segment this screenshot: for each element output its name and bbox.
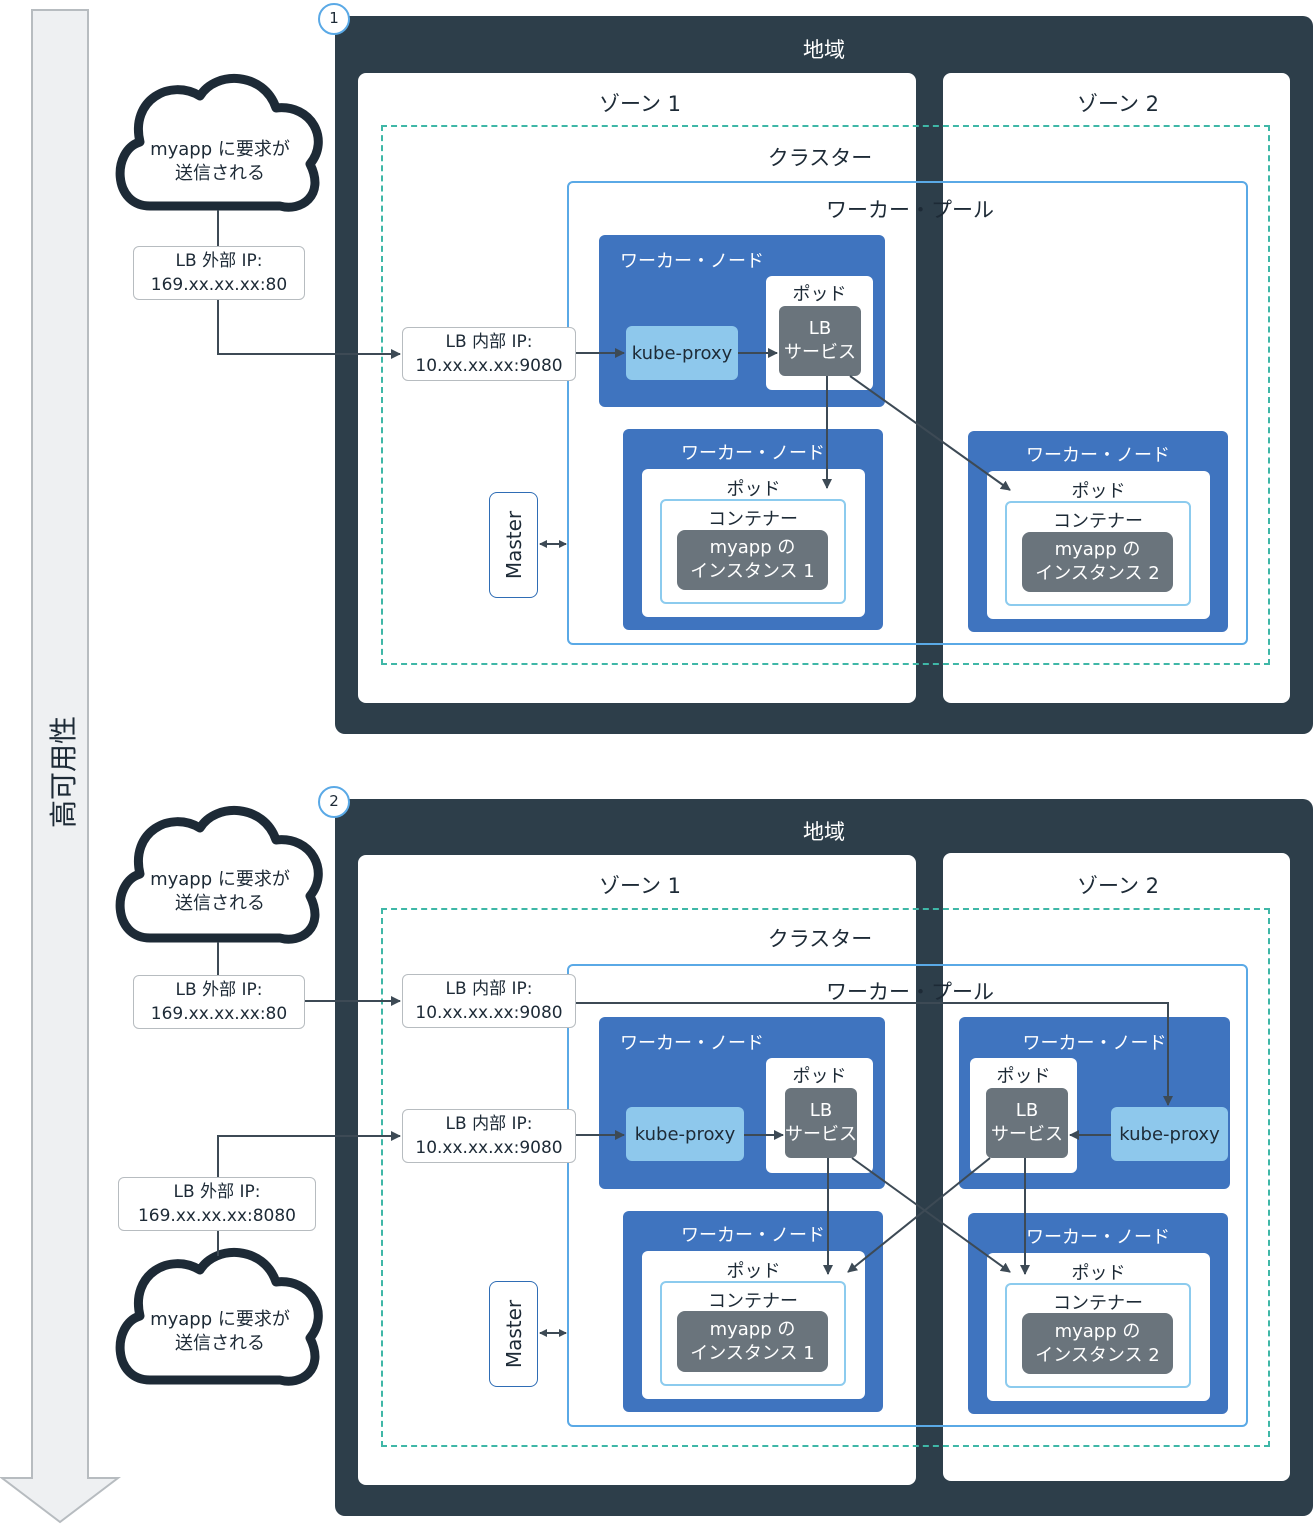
app-instance-2-d2-line2: インスタンス 2 bbox=[1035, 1344, 1160, 1366]
lb-internal-ip-1: LB 内部 IP: 10.xx.xx.xx:9080 bbox=[402, 327, 576, 381]
region-2-title: 地域 bbox=[803, 820, 845, 844]
badge-1: 1 bbox=[318, 3, 350, 35]
region-1-title: 地域 bbox=[803, 38, 845, 62]
lb-service-2-left: LB サービス bbox=[785, 1088, 857, 1158]
app-instance-1-d1-line1: myapp の bbox=[709, 537, 796, 558]
lb-service-2-right-line1: LB bbox=[1015, 1100, 1039, 1121]
cluster-2-title: クラスター bbox=[767, 927, 873, 951]
pod-2-left-title: ポッド bbox=[726, 1261, 781, 1282]
d2-ext-b-to-int-b bbox=[217, 1131, 401, 1177]
cloud-2-top-text: myapp に要求が 送信される bbox=[120, 868, 320, 916]
lb-internal-ip-2a: LB 内部 IP: 10.xx.xx.xx:9080 bbox=[402, 974, 576, 1028]
lb-service-2-right: LB サービス bbox=[986, 1088, 1068, 1158]
pod-1-left-title: ポッド bbox=[726, 479, 781, 500]
app-instance-1-d1-line2: インスタンス 1 bbox=[690, 561, 815, 582]
pod-1-lb-title: ポッド bbox=[792, 284, 847, 305]
d1-ext-to-int bbox=[217, 300, 401, 359]
d2-int-a-to-proxy-right bbox=[576, 1002, 1173, 1106]
lb-service-1: LB サービス bbox=[779, 306, 861, 376]
lb-internal-ip-2b: LB 内部 IP: 10.xx.xx.xx:9080 bbox=[402, 1109, 576, 1163]
worker-node-2-top-left-title: ワーカー・ノード bbox=[620, 1033, 764, 1054]
app-instance-1-d1: myapp の インスタンス 1 bbox=[677, 530, 828, 590]
cloud-2-bottom-line2: 送信される bbox=[175, 1333, 265, 1354]
lb-external-ip-1-value: 169.xx.xx.xx:80 bbox=[150, 275, 288, 295]
lb-internal-ip-2b-label: LB 内部 IP: bbox=[445, 1114, 533, 1134]
pod-2-lb-right-title: ポッド bbox=[996, 1066, 1051, 1087]
app-instance-1-d2-line1: myapp の bbox=[709, 1318, 796, 1340]
cloud-2-bottom-line1: myapp に要求が bbox=[150, 1309, 290, 1330]
cluster-1-title: クラスター bbox=[767, 146, 873, 170]
lb-internal-ip-1-label: LB 内部 IP: bbox=[445, 332, 533, 352]
lb-external-ip-2b: LB 外部 IP: 169.xx.xx.xx:8080 bbox=[118, 1177, 316, 1231]
cloud-2-bottom-text: myapp に要求が 送信される bbox=[120, 1308, 320, 1356]
lb-external-ip-2a: LB 外部 IP: 169.xx.xx.xx:80 bbox=[133, 975, 305, 1029]
worker-node-2-top-right-title: ワーカー・ノード bbox=[1022, 1033, 1167, 1054]
cloud-1-line2: 送信される bbox=[175, 163, 265, 184]
pod-1-right-title: ポッド bbox=[1071, 481, 1126, 502]
lb-internal-ip-2a-value: 10.xx.xx.xx:9080 bbox=[415, 1003, 563, 1023]
lb-service-1-line2: サービス bbox=[784, 342, 856, 363]
app-instance-2-d2-line1: myapp の bbox=[1054, 1320, 1141, 1342]
cloud-2-top-line1: myapp に要求が bbox=[150, 869, 290, 890]
zone-2-title-d2: ゾーン 2 bbox=[1077, 874, 1159, 898]
app-instance-2-d1-line1: myapp の bbox=[1054, 539, 1141, 560]
container-2-left-title: コンテナー bbox=[708, 1291, 798, 1312]
lb-external-ip-2a-value: 169.xx.xx.xx:80 bbox=[150, 1004, 288, 1024]
lb-external-ip-1: LB 外部 IP: 169.xx.xx.xx:80 bbox=[133, 246, 305, 300]
app-instance-2-d1: myapp の インスタンス 2 bbox=[1022, 532, 1173, 592]
cloud-2-top-line2: 送信される bbox=[175, 893, 265, 914]
cloud-1-text: myapp に要求が 送信される bbox=[120, 138, 320, 186]
badge-2: 2 bbox=[318, 786, 350, 818]
d2-lb-left-to-pod-right bbox=[851, 1157, 1011, 1273]
lb-service-1-line1: LB bbox=[808, 318, 832, 339]
zone-2-title: ゾーン 2 bbox=[1077, 92, 1159, 116]
master-1: Master bbox=[489, 492, 538, 598]
container-1-right-title: コンテナー bbox=[1053, 511, 1143, 532]
lb-external-ip-1-label: LB 外部 IP: bbox=[175, 251, 263, 271]
pod-2-right-title: ポッド bbox=[1071, 1263, 1126, 1284]
worker-node-2-bottom-left-title: ワーカー・ノード bbox=[681, 1225, 825, 1246]
lb-service-2-right-line2: サービス bbox=[991, 1124, 1063, 1145]
kube-proxy-1: kube-proxy bbox=[626, 326, 738, 380]
lb-external-ip-2b-value: 169.xx.xx.xx:8080 bbox=[137, 1206, 296, 1226]
worker-node-1-left-title: ワーカー・ノード bbox=[681, 443, 825, 464]
worker-pool-2 bbox=[567, 964, 1248, 1427]
lb-service-2-left-line2: サービス bbox=[785, 1124, 857, 1145]
worker-pool-1 bbox=[567, 181, 1248, 645]
kube-proxy-2-left: kube-proxy bbox=[626, 1107, 744, 1161]
lb-internal-ip-1-value: 10.xx.xx.xx:9080 bbox=[415, 356, 563, 376]
cluster-2 bbox=[381, 908, 1270, 1447]
kube-proxy-2-right: kube-proxy bbox=[1111, 1107, 1228, 1161]
lb-internal-ip-2a-label: LB 内部 IP: bbox=[445, 979, 533, 999]
worker-pool-1-title: ワーカー・プール bbox=[826, 198, 994, 222]
zone-1-title: ゾーン 1 bbox=[599, 92, 681, 116]
worker-node-1-right-title: ワーカー・ノード bbox=[1026, 445, 1170, 466]
worker-node-1-top-title: ワーカー・ノード bbox=[620, 251, 764, 272]
app-instance-2-d1-line2: インスタンス 2 bbox=[1035, 563, 1160, 584]
lb-internal-ip-2b-value: 10.xx.xx.xx:9080 bbox=[415, 1138, 563, 1158]
container-1-left-title: コンテナー bbox=[708, 509, 798, 530]
cluster-1 bbox=[381, 125, 1270, 665]
app-instance-1-d2-line2: インスタンス 1 bbox=[690, 1342, 815, 1364]
pod-2-lb-left-title: ポッド bbox=[792, 1066, 847, 1087]
lb-external-ip-2b-label: LB 外部 IP: bbox=[173, 1182, 261, 1202]
worker-node-2-bottom-right-title: ワーカー・ノード bbox=[1026, 1227, 1170, 1248]
container-2-right-title: コンテナー bbox=[1053, 1293, 1143, 1314]
cloud-1-line1: myapp に要求が bbox=[150, 139, 290, 160]
master-2: Master bbox=[489, 1281, 538, 1387]
zone-1-title-d2: ゾーン 1 bbox=[599, 874, 681, 898]
app-instance-2-d2: myapp の インスタンス 2 bbox=[1022, 1313, 1173, 1374]
lb-service-2-left-line1: LB bbox=[809, 1100, 833, 1121]
worker-pool-2-title: ワーカー・プール bbox=[826, 980, 994, 1004]
d1-lb-to-pod-right bbox=[849, 375, 1011, 491]
d2-lb-right-to-pod-left bbox=[847, 1157, 991, 1273]
app-instance-1-d2: myapp の インスタンス 1 bbox=[677, 1311, 828, 1372]
lb-external-ip-2a-label: LB 外部 IP: bbox=[175, 980, 263, 1000]
